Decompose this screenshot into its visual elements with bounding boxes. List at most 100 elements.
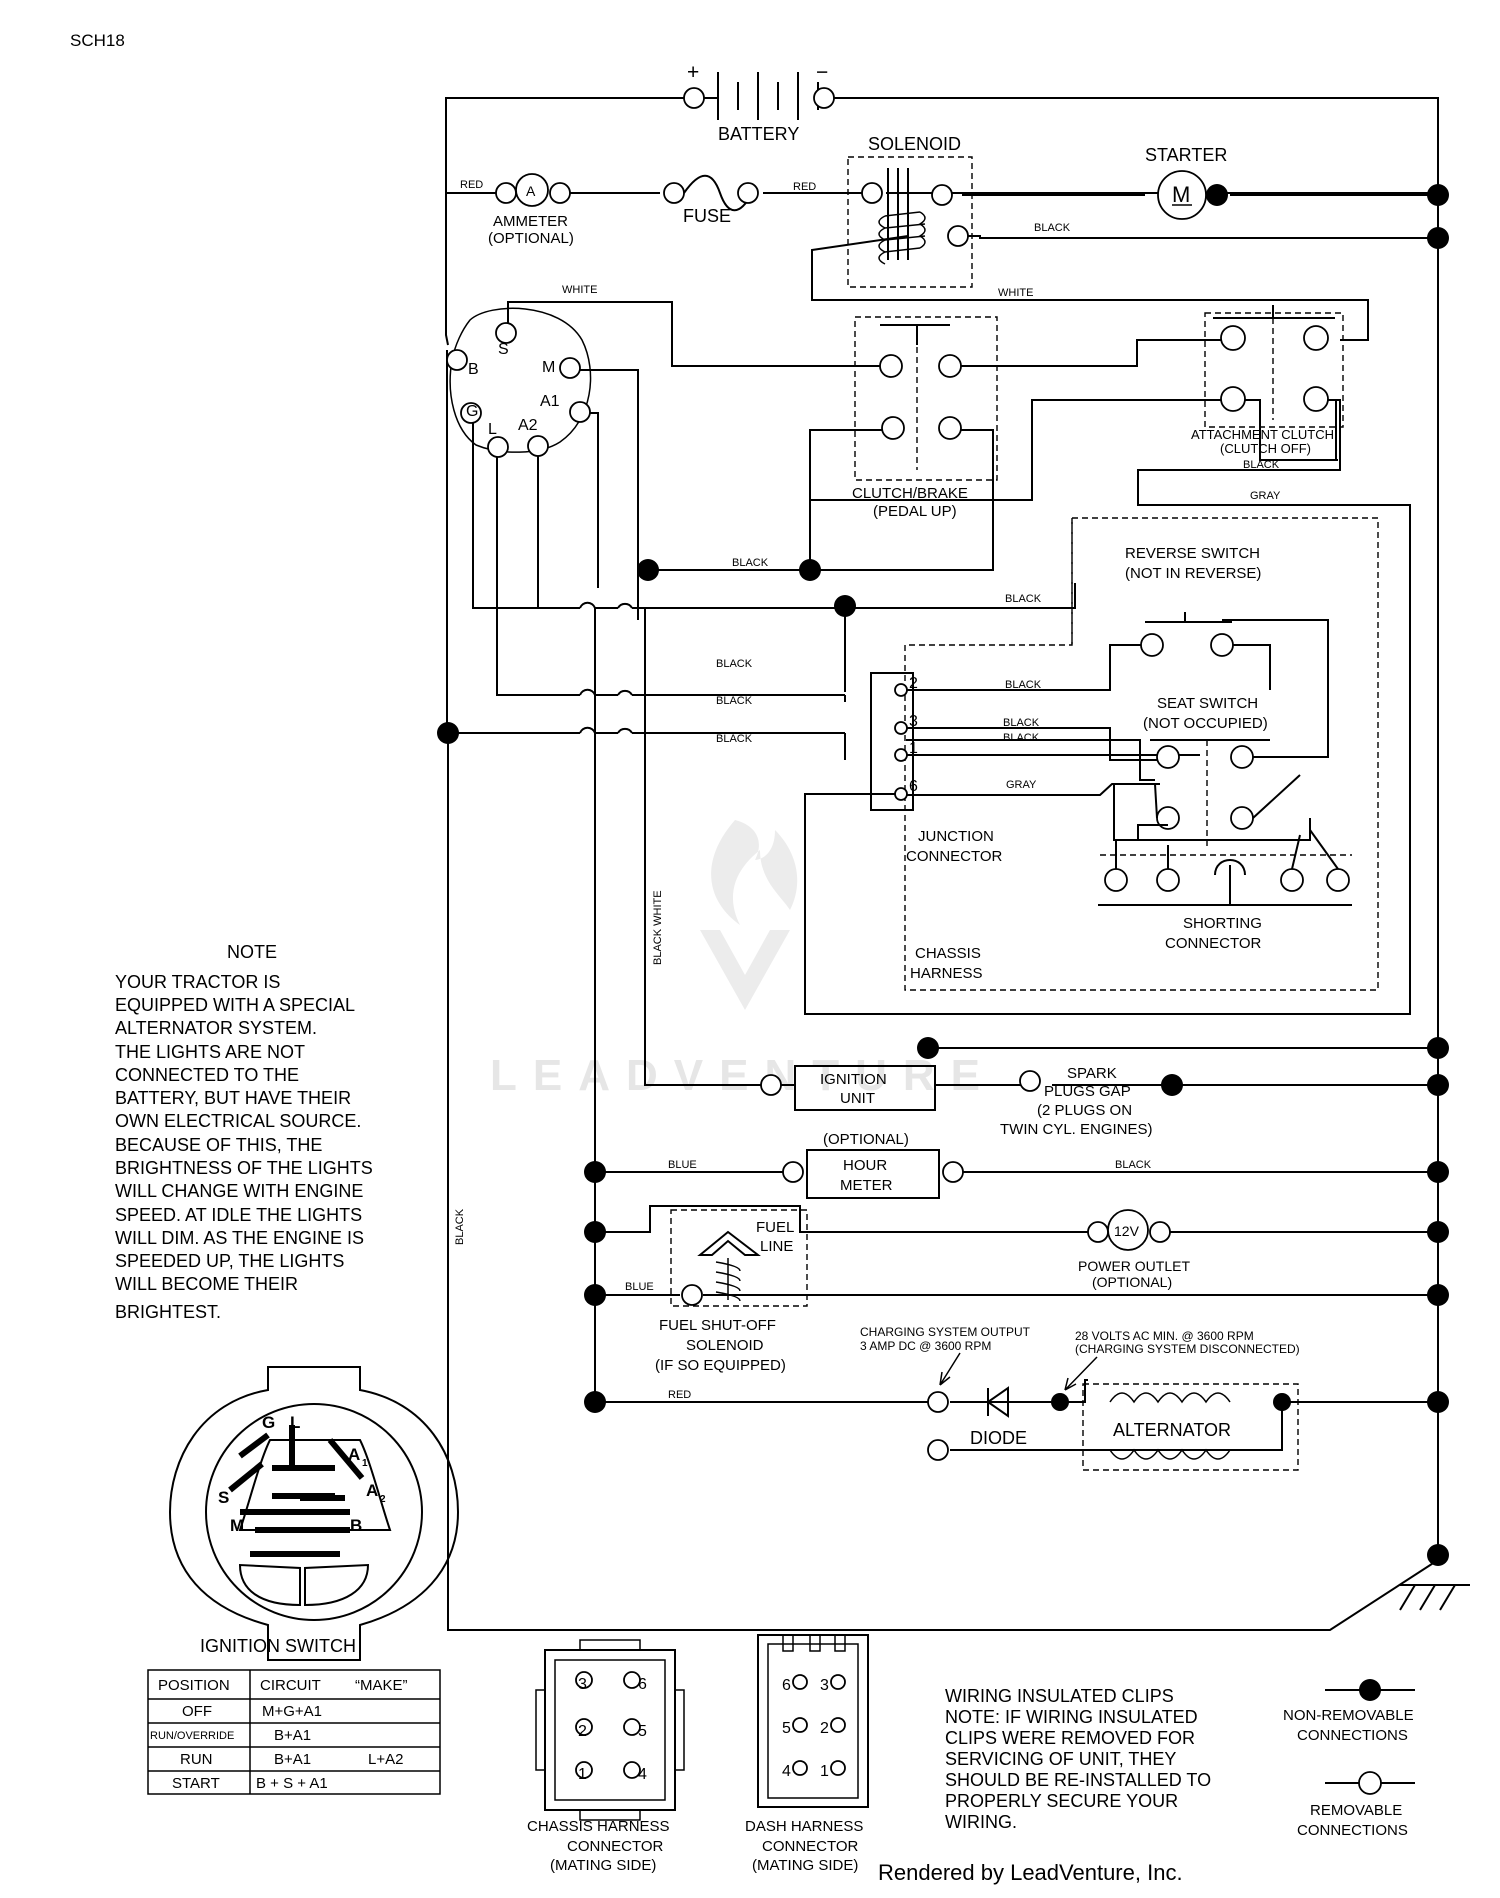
wire-label-black-2: BLACK — [1243, 459, 1280, 471]
junction-pin-3: 3 — [909, 713, 918, 730]
charging-output-label2: 3 AMP DC @ 3600 RPM — [860, 1339, 991, 1353]
chassis-pin-2: 2 — [578, 1723, 587, 1740]
dash-connector-label: DASH HARNESS — [745, 1818, 863, 1835]
hour-meter-optional: (OPTIONAL) — [823, 1131, 909, 1148]
hour-meter-label: HOUR — [843, 1157, 887, 1174]
diode-label: DIODE — [970, 1428, 1027, 1448]
alternator-note: NOTE YOUR TRACTOR IS EQUIPPED WITH A SPE… — [115, 942, 373, 1322]
footer-credit: Rendered by LeadVenture, Inc. — [878, 1860, 1183, 1885]
legend-non-removable: NON-REMOVABLE — [1283, 1707, 1414, 1724]
ground-icon — [1399, 1584, 1470, 1611]
switch-face-a2: A — [366, 1481, 378, 1500]
battery: + − BATTERY — [683, 61, 835, 144]
clips-note-line-6: PROPERLY SECURE YOUR — [945, 1791, 1178, 1811]
junction-connector-label: JUNCTION — [918, 828, 994, 845]
terminal-label-b: B — [468, 361, 479, 378]
chassis-harness-connector: 3 6 2 5 1 4 CHASSIS HARNESS CONNECTOR (M… — [527, 1639, 685, 1874]
charging-ac-label: 28 VOLTS AC MIN. @ 3600 RPM — [1075, 1329, 1254, 1343]
table-header-position: POSITION — [158, 1677, 230, 1694]
legend-removable: REMOVABLE — [1310, 1802, 1402, 1819]
terminal-label-m: M — [542, 359, 555, 376]
clips-note-line-5: SHOULD BE RE-INSTALLED TO — [945, 1770, 1211, 1790]
wire-label-black-7: BLACK — [716, 733, 753, 745]
splice-dots — [437, 184, 1449, 1566]
wire-label-black-6: BLACK — [716, 695, 753, 707]
switch-face-l: L — [290, 1413, 300, 1432]
dash-harness-connector: 6 3 5 2 4 1 DASH HARNESS CONNECTOR (MATI… — [745, 1634, 869, 1874]
note-line-12: WILL DIM. AS THE ENGINE IS — [115, 1228, 364, 1248]
attachment-clutch-switch: ATTACHMENT CLUTCH (CLUTCH OFF) — [1191, 305, 1344, 456]
terminal-s — [495, 322, 517, 344]
wire-label-red-2: RED — [793, 181, 816, 193]
table-row-3-position: START — [172, 1775, 220, 1792]
fuse-label: FUSE — [683, 206, 731, 226]
clutch-brake-state: (PEDAL UP) — [873, 503, 957, 520]
wire-label-black-3: BLACK — [732, 557, 769, 569]
alternator-label: ALTERNATOR — [1113, 1420, 1231, 1440]
ignition-unit-label2: UNIT — [840, 1090, 875, 1107]
wire-label-black-4: BLACK — [1005, 593, 1042, 605]
wire-label-black-9: BLACK — [1003, 717, 1040, 729]
junction-pin-1: 1 — [909, 740, 918, 757]
charging-system: CHARGING SYSTEM OUTPUT 3 AMP DC @ 3600 R… — [860, 1325, 1300, 1471]
dash-pin-4: 4 — [782, 1763, 791, 1780]
fuel-line-label2: LINE — [760, 1238, 793, 1255]
power-outlet-label2: (OPTIONAL) — [1092, 1274, 1172, 1290]
terminal-l — [487, 436, 509, 458]
switch-face-a2-sub: 2 — [380, 1494, 386, 1505]
note-line-11: SPEED. AT IDLE THE LIGHTS — [115, 1205, 362, 1225]
shorting-connector-label: SHORTING — [1183, 915, 1262, 932]
table-row-2-position: RUN — [180, 1751, 213, 1768]
legend-removable-circle — [1358, 1771, 1382, 1795]
table-row-0-position: OFF — [182, 1703, 212, 1720]
note-line-1: YOUR TRACTOR IS — [115, 972, 280, 992]
clips-note-line-1: WIRING INSULATED CLIPS — [945, 1686, 1174, 1706]
fuel-shutoff-label: FUEL SHUT-OFF — [659, 1317, 776, 1334]
switch-face-m: M — [230, 1516, 244, 1535]
ammeter-label: AMMETER — [493, 213, 568, 230]
chassis-harness-label: CHASSIS — [915, 945, 981, 962]
terminal-a1 — [569, 401, 591, 423]
chassis-pin-4: 4 — [638, 1766, 647, 1783]
note-line-4: THE LIGHTS ARE NOT — [115, 1042, 305, 1062]
table-row-1-position: RUN/OVERRIDE — [150, 1730, 234, 1742]
chassis-pin-5: 5 — [638, 1723, 647, 1740]
connection-legend: NON-REMOVABLE CONNECTIONS REMOVABLE CONN… — [1283, 1679, 1415, 1839]
wire-label-black-left: BLACK — [454, 1208, 466, 1245]
terminal-a2 — [527, 435, 549, 457]
spark-plugs-label2: PLUGS GAP — [1044, 1083, 1131, 1100]
ammeter-optional: (OPTIONAL) — [488, 230, 574, 247]
wire-label-black-11: BLACK — [1115, 1159, 1152, 1171]
wire-label-blue-2: BLUE — [625, 1281, 654, 1293]
battery-positive-terminal — [683, 87, 705, 109]
wire-label-gray-1: GRAY — [1250, 490, 1281, 502]
note-line-3: ALTERNATOR SYSTEM. — [115, 1018, 317, 1038]
dash-pin-5: 5 — [782, 1720, 791, 1737]
table-header-circuit: CIRCUIT — [260, 1677, 321, 1694]
ignition-switch-face: G L A 1 S A 2 M B IGNITION SWITCH — [168, 1366, 460, 1661]
clutch-brake-switch: CLUTCH/BRAKE (PEDAL UP) — [852, 316, 998, 520]
dash-connector-label2: CONNECTOR — [762, 1838, 859, 1855]
dash-connector-label3: (MATING SIDE) — [752, 1857, 858, 1874]
hour-meter-label2: METER — [840, 1177, 893, 1194]
junction-pin-6: 6 — [909, 778, 918, 795]
fuel-solenoid: FUEL LINE FUEL SHUT-OFF SOLENOID (IF SO … — [655, 1209, 808, 1374]
chassis-pin-1: 1 — [578, 1766, 587, 1783]
switch-face-b: B — [350, 1516, 362, 1535]
ignition-unit-label: IGNITION — [820, 1071, 887, 1088]
switch-face-g: G — [262, 1413, 275, 1432]
wire-label-black-1: BLACK — [1034, 222, 1071, 234]
wire-label-black-5: BLACK — [716, 658, 753, 670]
wire-label-blue-1: BLUE — [668, 1159, 697, 1171]
table-row-3-circuit: B + S + A1 — [256, 1775, 328, 1792]
hour-meter: (OPTIONAL) HOUR METER — [782, 1131, 964, 1199]
chassis-harness-label2: HARNESS — [910, 965, 983, 982]
terminal-label-g: G — [466, 403, 478, 420]
clips-note: WIRING INSULATED CLIPS NOTE: IF WIRING I… — [945, 1686, 1211, 1832]
wire-label-red-3: RED — [668, 1389, 691, 1401]
clips-note-line-7: WIRING. — [945, 1812, 1017, 1832]
note-line-6: BATTERY, BUT HAVE THEIR — [115, 1088, 351, 1108]
starter-label: STARTER — [1145, 145, 1227, 165]
ignition-switch-table: POSITION CIRCUIT “MAKE” OFF M+G+A1 RUN/O… — [147, 1669, 441, 1795]
starter: M STARTER — [1145, 145, 1228, 220]
